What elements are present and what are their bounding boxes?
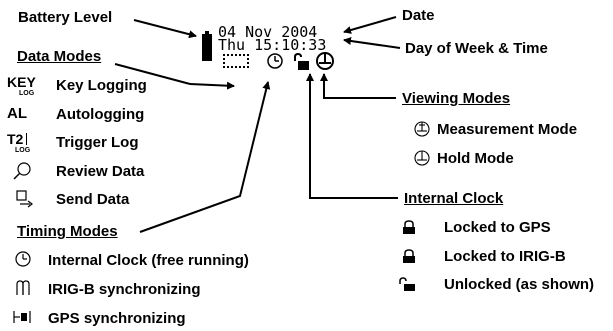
lock-open-icon [398, 276, 416, 297]
viewing-modes-arrow [320, 73, 396, 99]
clock-icon [266, 52, 284, 75]
internal-clock-label-2: Unlocked (as shown) [444, 276, 595, 293]
viewing-mode-label-0: Measurement Mode [437, 121, 578, 138]
autolog-icon: AL [7, 105, 27, 122]
measurement-mode-icon [413, 120, 431, 143]
timing-modes-title: Timing Modes [17, 223, 118, 240]
battery-level-label: Battery Level [18, 9, 113, 26]
data-mode-label-4: Send Data [56, 191, 130, 208]
data-modes-title: Data Modes [17, 48, 102, 65]
lock-closed-icon [401, 248, 417, 269]
hold-mode-icon [413, 149, 431, 172]
day-time-label: Day of Week & Time [405, 40, 548, 57]
timing-mode-label-0: Internal Clock (free running) [48, 252, 249, 269]
gps-sync-icon [11, 308, 35, 331]
lock-open-icon [292, 52, 310, 76]
clock-icon [14, 250, 32, 273]
date-arrow [343, 16, 397, 34]
data-mode-indicator-box [223, 54, 249, 68]
timing-modes-arrow [139, 81, 271, 233]
internal-clock-label-0: Locked to GPS [444, 219, 551, 236]
data-modes-arrow [114, 63, 191, 85]
battery-icon [202, 31, 212, 61]
data-mode-label-3: Review Data [56, 163, 145, 180]
data-mode-label-0: Key Logging [56, 77, 147, 94]
internal-clock-title: Internal Clock [404, 190, 504, 207]
internal-clock-label-1: Locked to IRIG-B [444, 248, 566, 265]
viewing-mode-label-1: Hold Mode [437, 150, 514, 167]
date-label: Date [402, 7, 435, 24]
time-arrow [343, 37, 401, 49]
viewing-modes-title: Viewing Modes [402, 90, 511, 107]
magnifier-icon [12, 161, 32, 186]
data-mode-label-2: Trigger Log [56, 134, 139, 151]
irig-b-sync-icon [14, 279, 32, 302]
timing-mode-label-2: GPS synchronizing [48, 310, 186, 327]
internal-clock-arrow [306, 73, 398, 199]
trigger-log-icon: T2 LOG [7, 131, 31, 154]
key-log-icon: KEY LOG [7, 74, 36, 97]
display-date-line: 04 Nov 2004 [218, 23, 318, 41]
data-mode-label-1: Autologging [56, 106, 145, 123]
display-time-line: Thu 15:10:33 [218, 36, 327, 54]
battery-arrow [133, 19, 197, 39]
measurement-mode-display-icon [315, 51, 335, 76]
send-data-icon [16, 190, 36, 215]
timing-mode-label-1: IRIG-B synchronizing [48, 281, 201, 298]
lock-closed-icon [401, 219, 417, 240]
